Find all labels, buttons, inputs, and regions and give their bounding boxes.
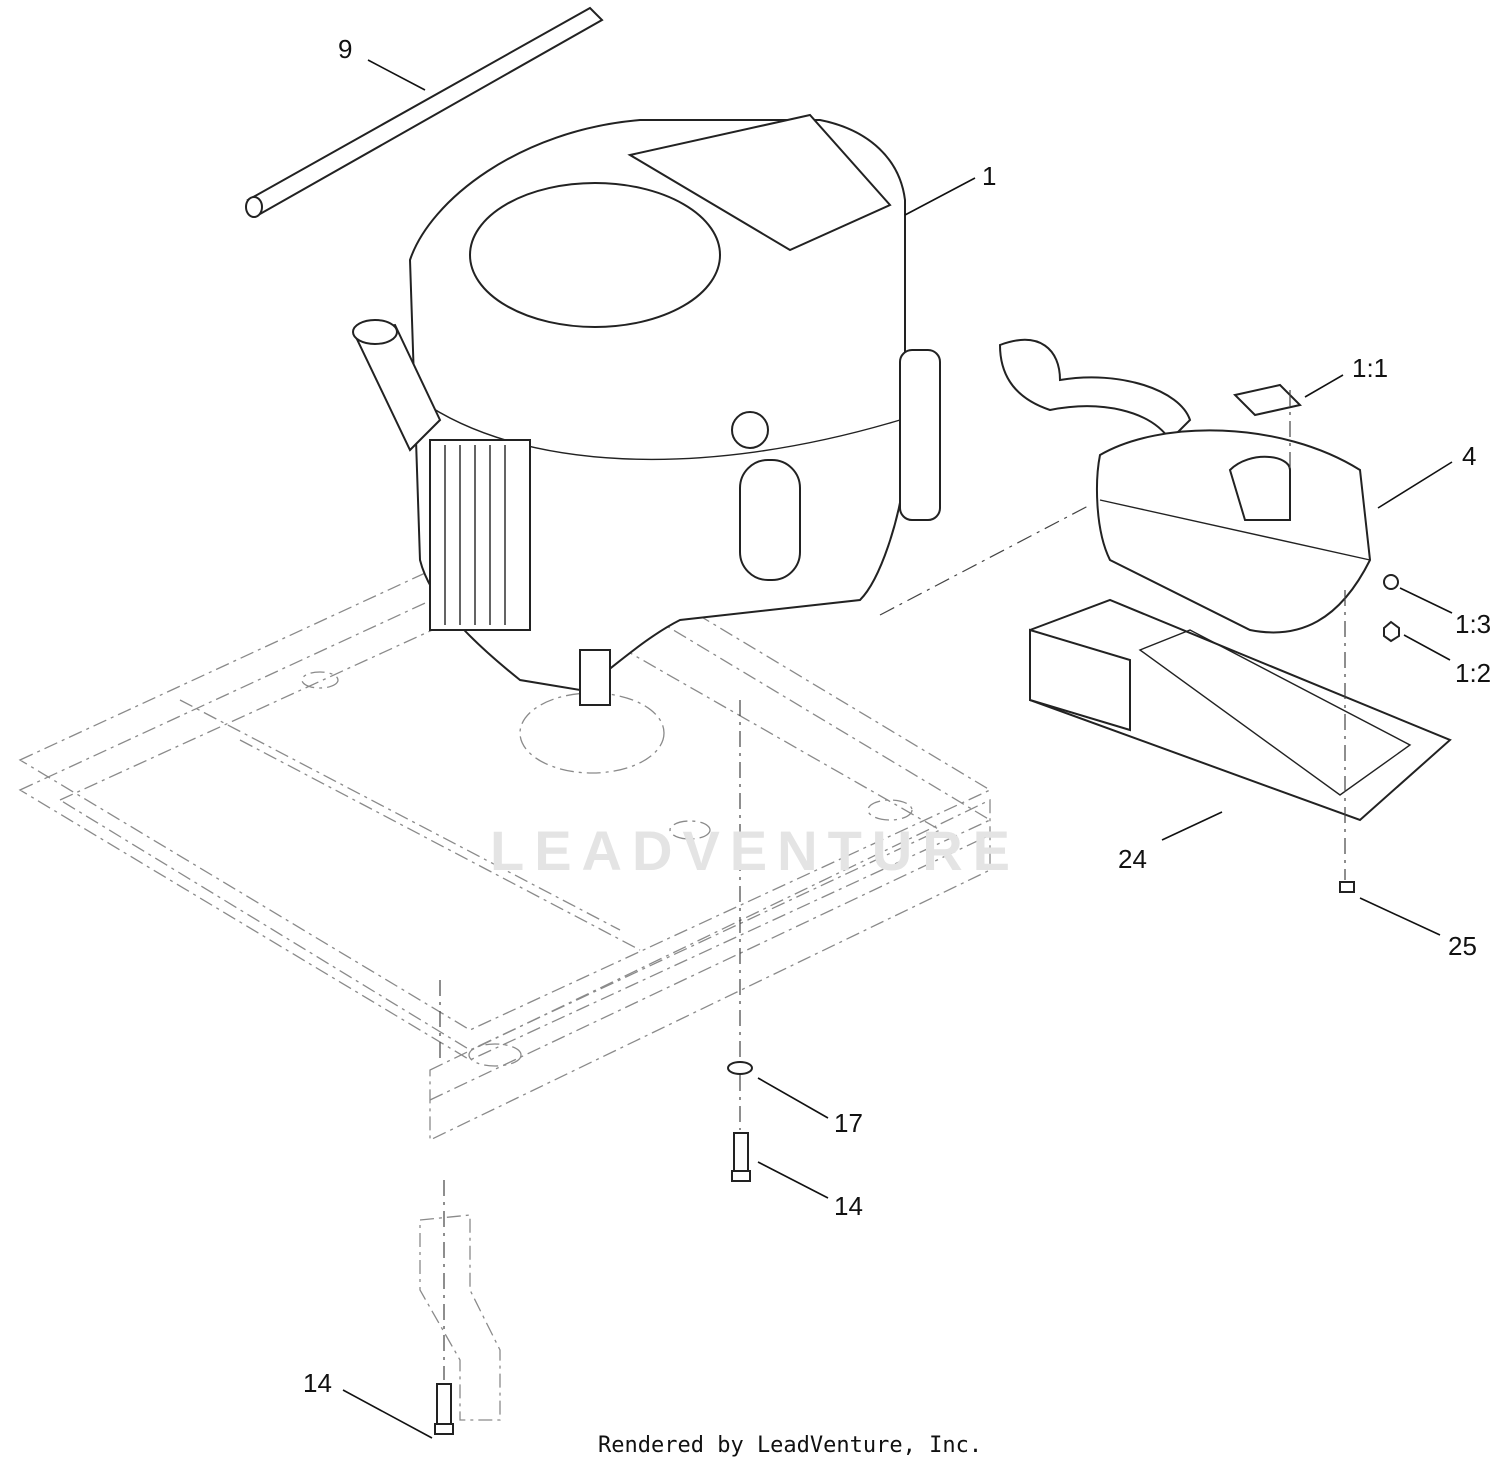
callout-17: 17 — [834, 1108, 863, 1138]
callout-1-3: 1:3 — [1455, 609, 1491, 639]
bolt-head-14-upper — [731, 1170, 751, 1182]
nut-1-2 — [1383, 620, 1400, 643]
callout-24: 24 — [1118, 844, 1147, 874]
chassis-frame — [18, 519, 992, 1142]
mounting-bracket — [419, 1214, 501, 1421]
bolt-14-lower — [436, 1383, 452, 1425]
callout-1-1: 1:1 — [1352, 353, 1388, 383]
engine-part-1 — [352, 113, 941, 706]
screw-25 — [1339, 881, 1355, 893]
callout-1: 1 — [982, 161, 996, 191]
washer-17 — [727, 1061, 753, 1075]
heat-shield-part-24 — [1029, 598, 1452, 822]
callout-4: 4 — [1462, 441, 1476, 471]
footer-credit: Rendered by LeadVenture, Inc. — [598, 1433, 982, 1458]
muffler-part-4 — [998, 339, 1372, 634]
bolt-head-14-lower — [434, 1423, 454, 1435]
bolt-14-upper — [733, 1132, 749, 1172]
callout-25: 25 — [1448, 931, 1477, 961]
washer-1-3 — [1383, 574, 1399, 590]
callout-9: 9 — [338, 34, 352, 64]
leader-lines — [342, 59, 1453, 1439]
assembly-lines — [439, 390, 1346, 1380]
tube-part-9 — [245, 6, 604, 218]
callout-1-2: 1:2 — [1455, 658, 1491, 688]
callout-14-upper: 14 — [834, 1191, 863, 1221]
callout-14-lower: 14 — [303, 1368, 332, 1398]
watermark: LEADVENTURE — [490, 819, 1020, 882]
hardware — [434, 574, 1400, 1435]
